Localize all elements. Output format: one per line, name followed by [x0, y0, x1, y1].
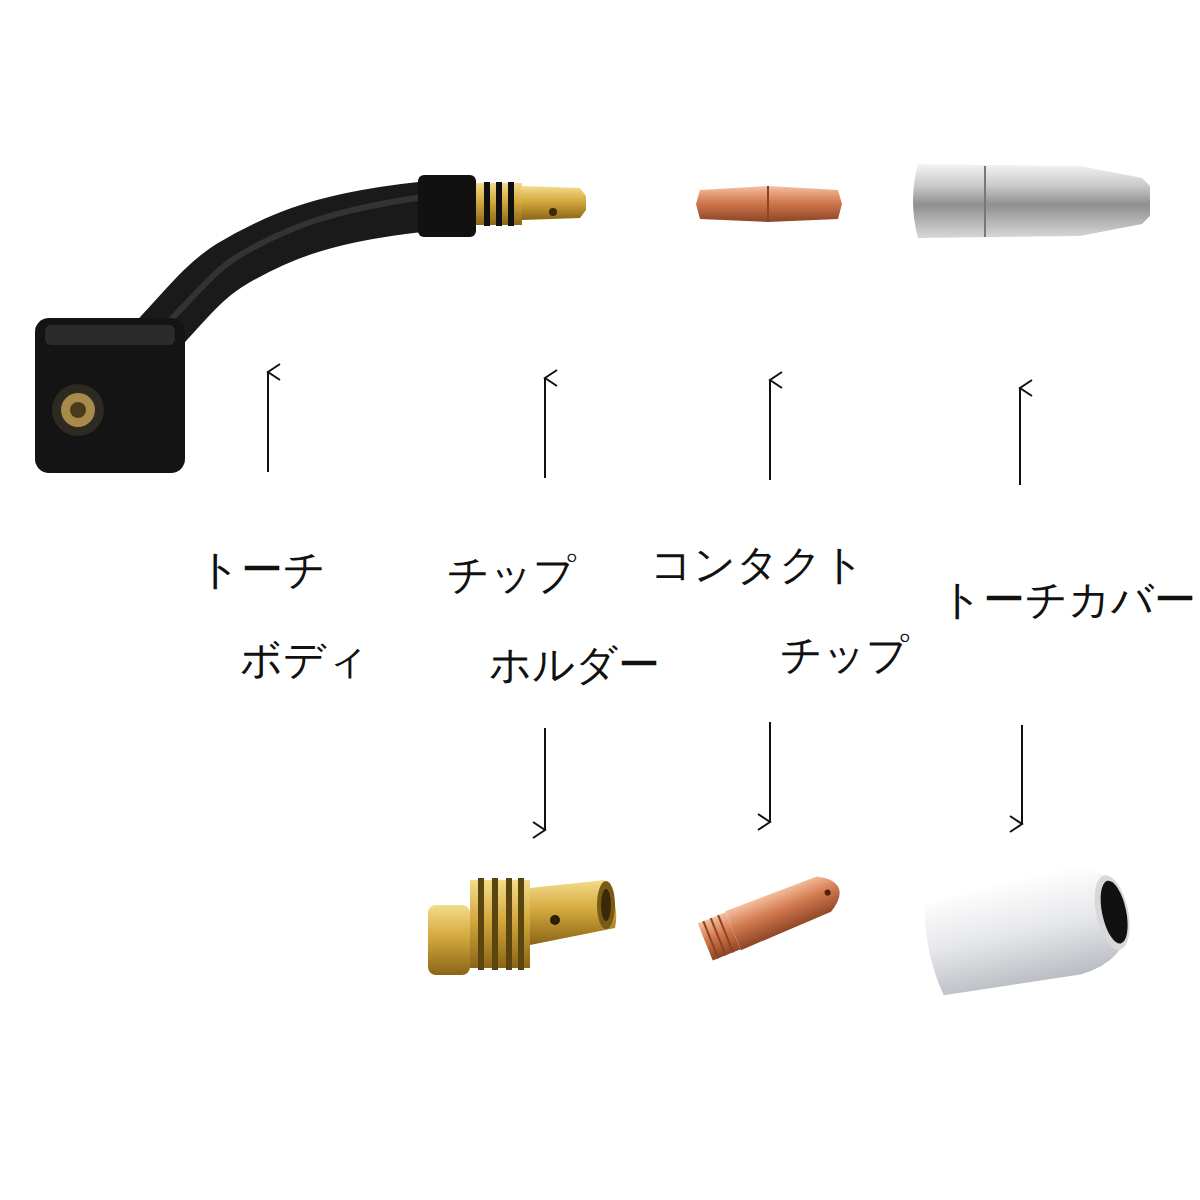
part-label: トーチ ボディ: [198, 525, 390, 705]
tip-holder-figure: [428, 878, 616, 975]
torch-cover-figure: [918, 856, 1139, 1004]
part-label: トーチカバー: [940, 555, 1200, 645]
torch-body-figure: [35, 175, 586, 473]
torch-cover-figure: [913, 164, 1150, 238]
contact-tip-figure: [696, 186, 842, 222]
leader-arrows: [268, 372, 1022, 830]
part-label: チップ ホルダー: [447, 530, 679, 710]
part-label: コンタクト チップ: [650, 520, 920, 700]
contact-tip-figure: [697, 869, 846, 962]
